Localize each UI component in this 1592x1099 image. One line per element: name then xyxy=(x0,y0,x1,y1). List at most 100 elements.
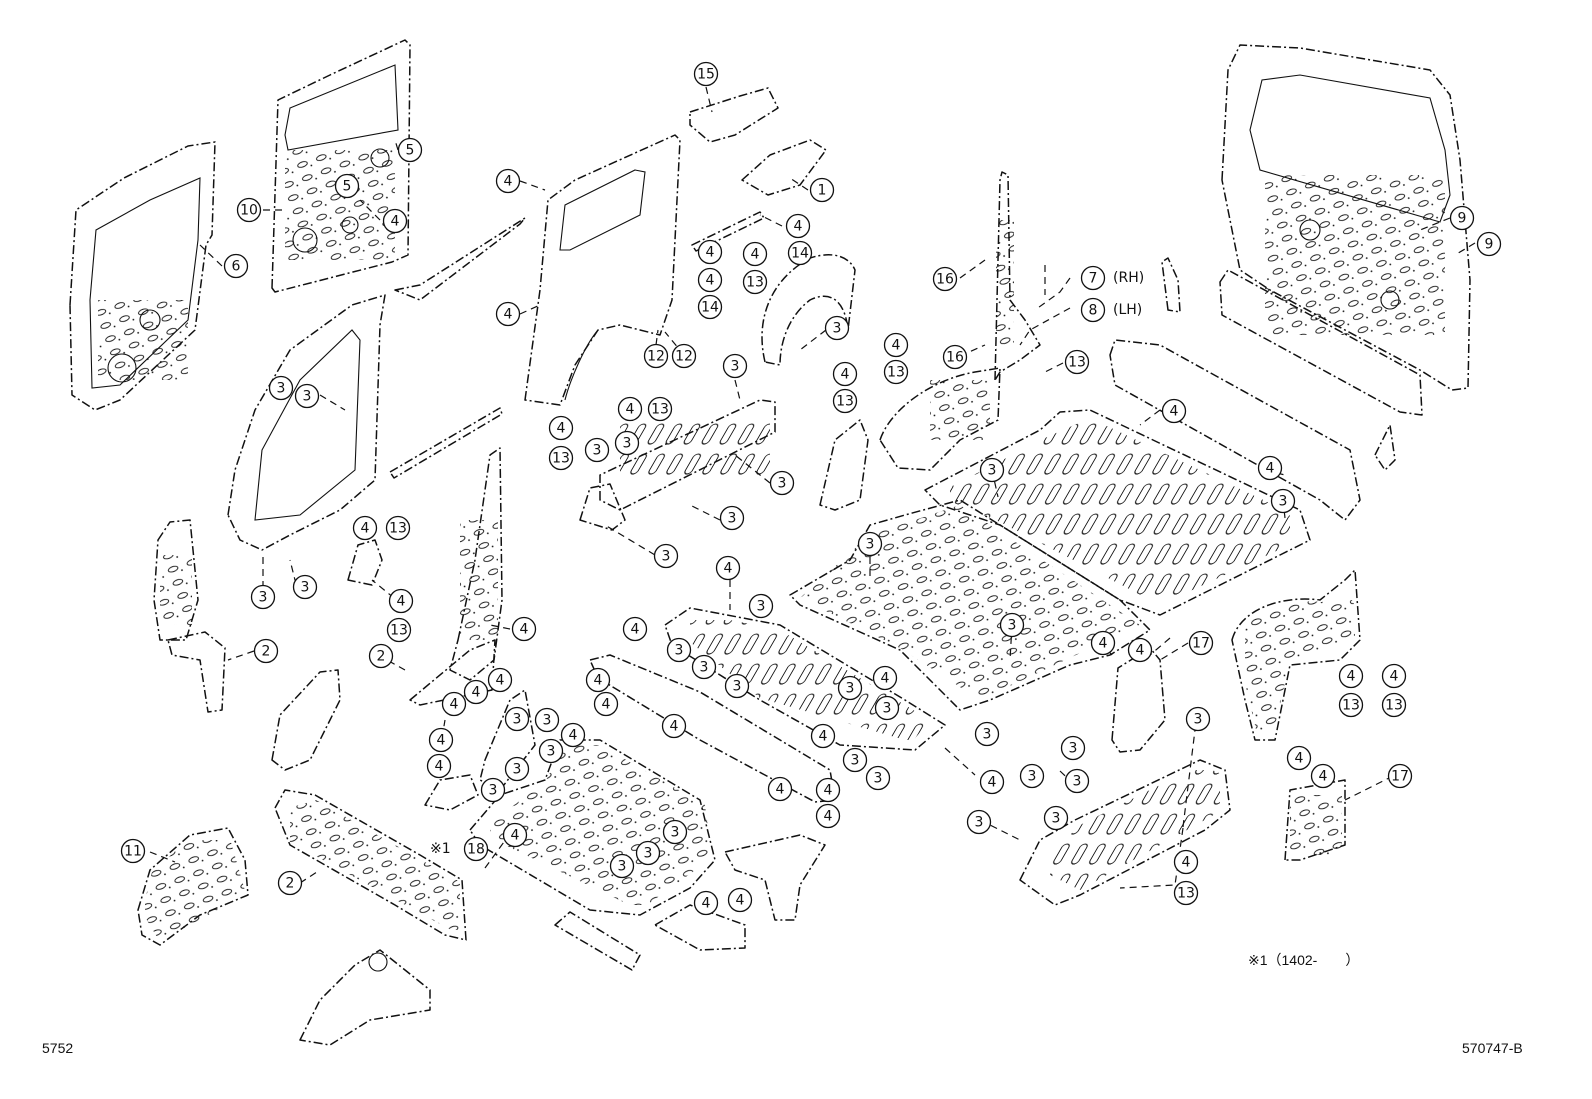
callout-12: 12 xyxy=(643,343,669,369)
callout-circle xyxy=(722,353,748,379)
callout-number: 3 xyxy=(883,701,892,717)
callout-circle xyxy=(727,887,753,913)
c-pillar xyxy=(994,171,1181,381)
callout-number: 4 xyxy=(504,174,513,190)
callout-3: 3 xyxy=(857,531,883,557)
callout-6: 6 xyxy=(223,253,249,279)
callout-4: 4 xyxy=(617,396,643,422)
callout-3: 3 xyxy=(1185,706,1211,732)
callout-number: 4 xyxy=(736,893,745,909)
front-door-panel xyxy=(69,141,216,411)
callout-number: 3 xyxy=(675,643,684,659)
callout-number: 16 xyxy=(936,272,954,288)
callout-number: 3 xyxy=(1279,494,1288,510)
callout-circle xyxy=(1257,455,1283,481)
callout-circle xyxy=(120,838,146,864)
callout-circle xyxy=(548,445,574,471)
callout-4: 4 xyxy=(548,415,574,441)
callout-circle xyxy=(1338,663,1364,689)
front-side-frame xyxy=(153,294,386,713)
front-floor-panel xyxy=(424,689,826,971)
callout-circle xyxy=(495,168,521,194)
callout-number: 4 xyxy=(824,809,833,825)
callout-circle xyxy=(815,803,841,829)
callout-8: 8 xyxy=(1080,297,1106,323)
callout-number: 13 xyxy=(1385,698,1403,714)
callout-circle xyxy=(697,239,723,265)
callout-4: 4 xyxy=(495,301,521,327)
callout-number: 3 xyxy=(728,511,737,527)
side-sill-inner xyxy=(579,399,776,531)
callout-number: 12 xyxy=(675,349,693,365)
callout-4: 4 xyxy=(622,616,648,642)
callout-number: 4 xyxy=(435,759,444,775)
callout-circle xyxy=(1387,763,1413,789)
callout-circle xyxy=(1270,488,1296,514)
callout-circle xyxy=(1476,231,1502,257)
callout-12: 12 xyxy=(671,343,697,369)
callout-number: 4 xyxy=(626,402,635,418)
callout-3: 3 xyxy=(666,637,692,663)
callout-number: 3 xyxy=(618,859,627,875)
callout-number: 4 xyxy=(819,729,828,745)
callout-3: 3 xyxy=(653,543,679,569)
callout-number: 10 xyxy=(240,203,258,219)
callout-13: 13 xyxy=(1173,880,1199,906)
callout-number: 4 xyxy=(437,733,446,749)
callout-circle xyxy=(769,470,795,496)
sliding-door-panel xyxy=(271,39,411,293)
back-panel-lower xyxy=(1109,269,1423,521)
callout-3: 3 xyxy=(1043,805,1069,831)
callout-circle xyxy=(534,707,560,733)
callout-circle xyxy=(622,616,648,642)
callout-circle xyxy=(661,713,687,739)
callout-circle xyxy=(614,430,640,456)
callout-circle xyxy=(832,361,858,387)
callout-4: 4 xyxy=(502,822,528,848)
callout-number: 3 xyxy=(866,537,875,553)
callout-2: 2 xyxy=(368,643,394,669)
callout-3: 3 xyxy=(1270,488,1296,514)
callout-circle xyxy=(368,643,394,669)
callout-circle xyxy=(837,675,863,701)
callout-10: 10 xyxy=(236,197,262,223)
callout-number: 3 xyxy=(833,321,842,337)
callout-4: 4 xyxy=(1161,398,1187,424)
callout-3: 3 xyxy=(719,505,745,531)
callout-circle xyxy=(671,343,697,369)
callout-circle xyxy=(1381,663,1407,689)
callout-number: 3 xyxy=(1008,618,1017,634)
callout-11: 11 xyxy=(120,838,146,864)
callout-circle xyxy=(294,383,320,409)
callout-circle xyxy=(334,173,360,199)
callout-circle xyxy=(1449,205,1475,231)
note-mark: ※1 xyxy=(430,841,451,857)
callout-4: 4 xyxy=(1310,763,1336,789)
callout-4: 4 xyxy=(511,616,537,642)
callout-5: 5 xyxy=(397,137,423,163)
callout-number: 4 xyxy=(1182,855,1191,871)
callout-number: 4 xyxy=(1347,669,1356,685)
callout-circle xyxy=(1310,763,1336,789)
callout-3: 3 xyxy=(974,721,1000,747)
callout-circle xyxy=(385,515,411,541)
callout-circle xyxy=(236,197,262,223)
callout-number: 4 xyxy=(706,273,715,289)
callout-4: 4 xyxy=(495,168,521,194)
callout-number: 4 xyxy=(496,673,505,689)
callout-circle xyxy=(617,396,643,422)
callout-4: 4 xyxy=(426,753,452,779)
callout-circle xyxy=(842,747,868,773)
callout-circle xyxy=(480,777,506,803)
callout-3: 3 xyxy=(999,612,1025,638)
callout-circle xyxy=(277,870,303,896)
callout-number: 9 xyxy=(1458,211,1467,227)
callout-number: 3 xyxy=(593,443,602,459)
callout-17: 17 xyxy=(1387,763,1413,789)
callout-number: 3 xyxy=(489,783,498,799)
callout-number: 14 xyxy=(791,246,809,262)
callout-15: 15 xyxy=(693,61,719,87)
callout-circle xyxy=(1338,692,1364,718)
callout-3: 3 xyxy=(250,584,276,610)
callout-circle xyxy=(942,344,968,370)
